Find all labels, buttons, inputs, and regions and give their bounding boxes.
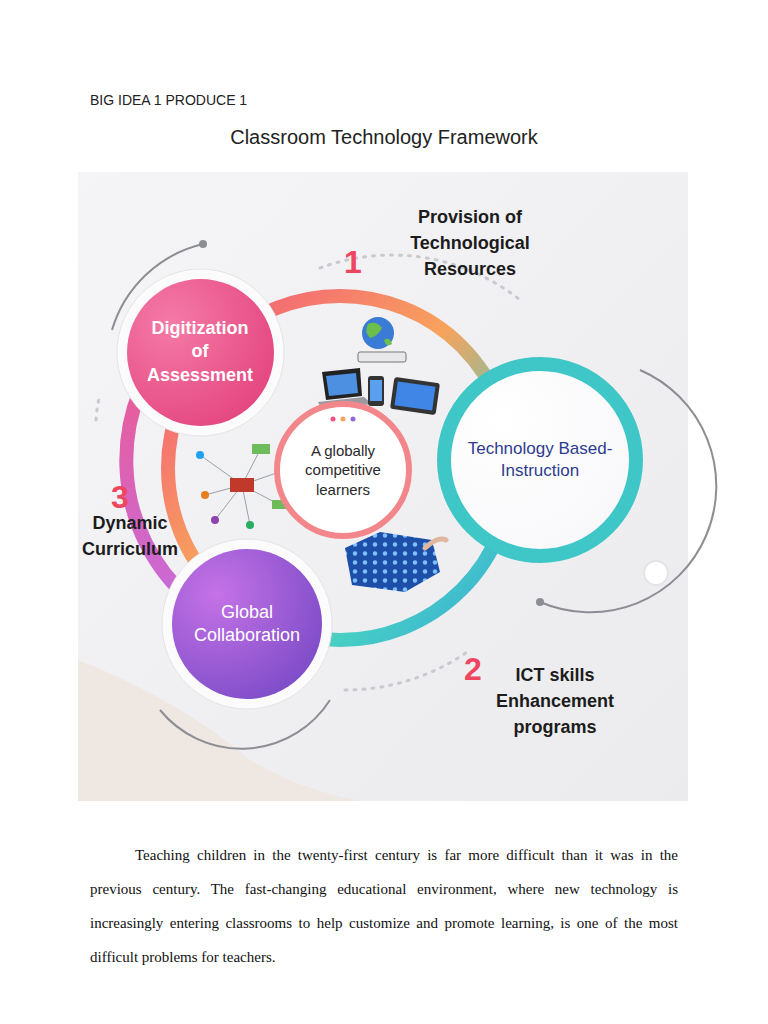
label-wrap: BIG IDEA 1 PRODUCE 1 xyxy=(90,92,390,109)
label-wrap: 3 xyxy=(100,478,140,516)
assessment-circle: Digitization of Assessment xyxy=(127,279,274,426)
title-wrap: Classroom Technology Framework xyxy=(84,126,684,149)
fill-circle xyxy=(172,549,322,699)
dotted-arc xyxy=(345,650,470,690)
center-circle: A globally competitive learners xyxy=(274,401,412,539)
node-text: Technology Based-Instruction xyxy=(463,438,618,482)
halo xyxy=(162,539,332,709)
label-wrap: Provision of Technological Resources xyxy=(385,204,555,282)
leader-dot xyxy=(536,598,544,606)
mind-map-center xyxy=(230,478,254,492)
collaboration-circle: Global Collaboration xyxy=(172,549,322,699)
phone-screen xyxy=(370,380,382,401)
mind-map-icon xyxy=(196,451,204,459)
panel xyxy=(78,172,688,801)
callout-number: 1 xyxy=(333,243,373,281)
deco-dot xyxy=(341,417,346,422)
mind-map-box xyxy=(252,444,270,454)
label-wrap: 2 xyxy=(453,650,493,688)
dotted-arc xyxy=(96,395,100,420)
laptop-screen xyxy=(322,368,362,400)
pillar-heading: ICT skills Enhancement programs xyxy=(488,662,623,740)
leader-dot xyxy=(199,240,207,248)
circle-outline xyxy=(172,549,322,699)
diagram-title: Classroom Technology Framework xyxy=(84,126,684,149)
deco-dot xyxy=(351,417,356,422)
router-icon xyxy=(358,352,406,362)
deco-dot xyxy=(644,561,668,585)
node-text: Global Collaboration xyxy=(185,601,310,648)
label-wrap: ICT skills Enhancement programs xyxy=(470,662,640,740)
mind-map-lines xyxy=(200,450,285,525)
node-text: Digitization of Assessment xyxy=(145,317,255,387)
hand-finger xyxy=(425,539,446,548)
tablet-icon xyxy=(390,377,440,415)
laptop-display xyxy=(326,373,358,396)
circle-outline xyxy=(437,357,643,563)
label-wrap: 1 xyxy=(333,243,373,281)
pillar-heading: Provision of Technological Resources xyxy=(398,204,543,282)
ring xyxy=(444,364,636,556)
fill-circle xyxy=(127,279,274,426)
globe-icon xyxy=(362,317,394,349)
network-image xyxy=(345,532,440,592)
header-label: BIG IDEA 1 PRODUCE 1 xyxy=(90,92,390,109)
phone-icon xyxy=(368,376,384,406)
pillar-heading: Dynamic Curriculum xyxy=(76,510,184,562)
mind-map-icon xyxy=(211,516,219,524)
callout-number: 3 xyxy=(100,478,140,516)
instruction-circle: Technology Based-Instruction xyxy=(437,357,643,563)
label-wrap: Teaching children in the twenty-first ce… xyxy=(90,838,678,974)
mind-map-icon xyxy=(246,521,254,529)
ring xyxy=(277,404,409,536)
tablet-screen xyxy=(395,381,436,410)
label-wrap: Dynamic Curriculum xyxy=(75,510,185,562)
mind-map-icon xyxy=(201,491,209,499)
halo xyxy=(117,269,284,436)
node-text: A globally competitive learners xyxy=(297,441,389,500)
callout-number: 2 xyxy=(453,650,493,688)
body-paragraph: Teaching children in the twenty-first ce… xyxy=(90,838,678,974)
globe-land xyxy=(366,323,392,346)
deco-dot xyxy=(331,417,336,422)
